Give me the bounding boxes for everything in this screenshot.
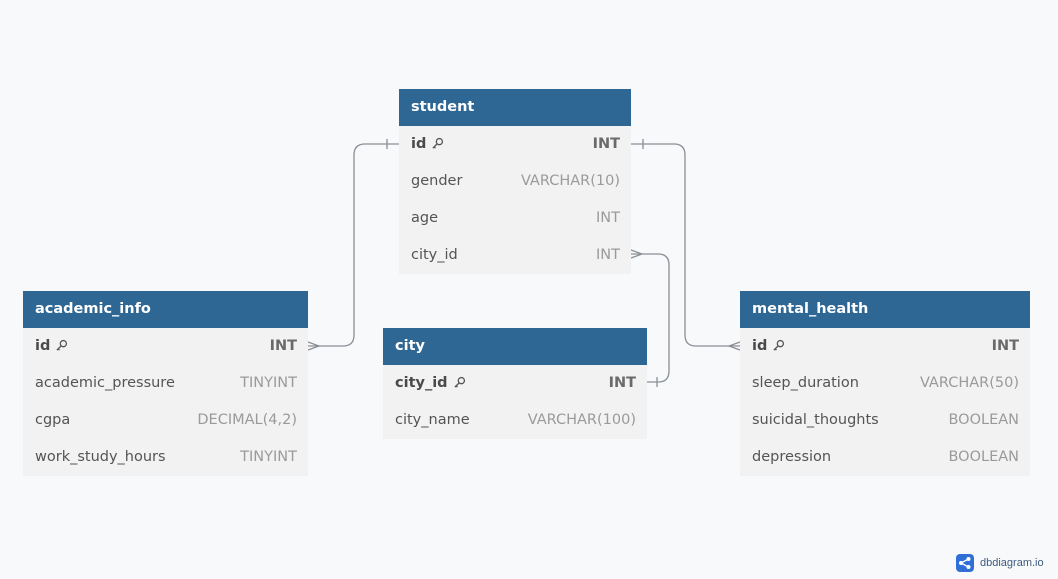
- primary-key-icon: [773, 339, 785, 351]
- field-row[interactable]: id INT: [399, 126, 631, 163]
- field-type: INT: [596, 210, 620, 226]
- field-type: INT: [608, 375, 636, 391]
- field-row[interactable]: academic_pressure TINYINT: [23, 365, 308, 402]
- field-row[interactable]: sleep_duration VARCHAR(50): [740, 365, 1030, 402]
- relationship-student-academic-info[interactable]: [307, 139, 399, 351]
- field-name: city_id: [395, 365, 466, 402]
- field-type: INT: [991, 338, 1019, 354]
- field-row[interactable]: gender VARCHAR(10): [399, 163, 631, 200]
- field-row[interactable]: id INT: [740, 328, 1030, 365]
- field-row[interactable]: city_id INT: [399, 237, 631, 274]
- field-name: age: [411, 210, 439, 226]
- table-mental-health[interactable]: mental_health id INT sleep_duration VARC…: [740, 291, 1030, 476]
- field-row[interactable]: city_name VARCHAR(100): [383, 402, 647, 439]
- field-name: sleep_duration: [752, 375, 859, 391]
- brand-watermark[interactable]: dbdiagram.io: [956, 553, 1044, 573]
- field-name: cgpa: [35, 412, 71, 428]
- field-type: INT: [269, 338, 297, 354]
- field-row[interactable]: id INT: [23, 328, 308, 365]
- field-name: id: [411, 126, 444, 163]
- table-header[interactable]: academic_info: [23, 291, 308, 328]
- field-name: work_study_hours: [35, 449, 166, 465]
- field-type: INT: [592, 136, 620, 152]
- table-header[interactable]: city: [383, 328, 647, 365]
- field-row[interactable]: depression BOOLEAN: [740, 439, 1030, 476]
- field-row[interactable]: work_study_hours TINYINT: [23, 439, 308, 476]
- brand-label: dbdiagram.io: [980, 557, 1044, 569]
- field-row[interactable]: cgpa DECIMAL(4,2): [23, 402, 308, 439]
- field-type: DECIMAL(4,2): [197, 412, 297, 428]
- field-row[interactable]: suicidal_thoughts BOOLEAN: [740, 402, 1030, 439]
- relationship-student-mental-health[interactable]: [631, 139, 741, 351]
- cardinality-many-marker: [307, 341, 321, 351]
- field-type: TINYINT: [240, 375, 297, 391]
- field-name: suicidal_thoughts: [752, 412, 879, 428]
- field-name: academic_pressure: [35, 375, 175, 391]
- field-type: INT: [596, 247, 620, 263]
- field-type: VARCHAR(50): [919, 375, 1019, 391]
- primary-key-icon: [453, 376, 465, 388]
- field-name: depression: [752, 449, 832, 465]
- relationship-edge[interactable]: [631, 143, 740, 347]
- table-student[interactable]: student id INT gender VARCHAR(10) age IN…: [399, 89, 631, 274]
- field-type: VARCHAR(100): [527, 412, 636, 428]
- relationship-edge[interactable]: [308, 143, 399, 347]
- primary-key-icon: [56, 339, 68, 351]
- field-type: BOOLEAN: [948, 412, 1019, 428]
- field-type: BOOLEAN: [948, 449, 1019, 465]
- field-row[interactable]: age INT: [399, 200, 631, 237]
- table-header[interactable]: student: [399, 89, 631, 126]
- table-academic-info[interactable]: academic_info id INT academic_pressure T…: [23, 291, 308, 476]
- table-header[interactable]: mental_health: [740, 291, 1030, 328]
- dbdiagram-logo-icon: [956, 554, 974, 572]
- field-name: city_name: [395, 412, 470, 428]
- field-row[interactable]: city_id INT: [383, 365, 647, 402]
- cardinality-many-marker: [727, 341, 741, 351]
- field-type: VARCHAR(10): [520, 173, 620, 189]
- table-city[interactable]: city city_id INT city_name VARCHAR(100): [383, 328, 647, 439]
- primary-key-icon: [432, 137, 444, 149]
- field-name: id: [752, 328, 785, 365]
- field-name: city_id: [411, 247, 458, 263]
- field-name: gender: [411, 173, 463, 189]
- cardinality-many-marker: [630, 249, 644, 259]
- field-name: id: [35, 328, 68, 365]
- field-type: TINYINT: [240, 449, 297, 465]
